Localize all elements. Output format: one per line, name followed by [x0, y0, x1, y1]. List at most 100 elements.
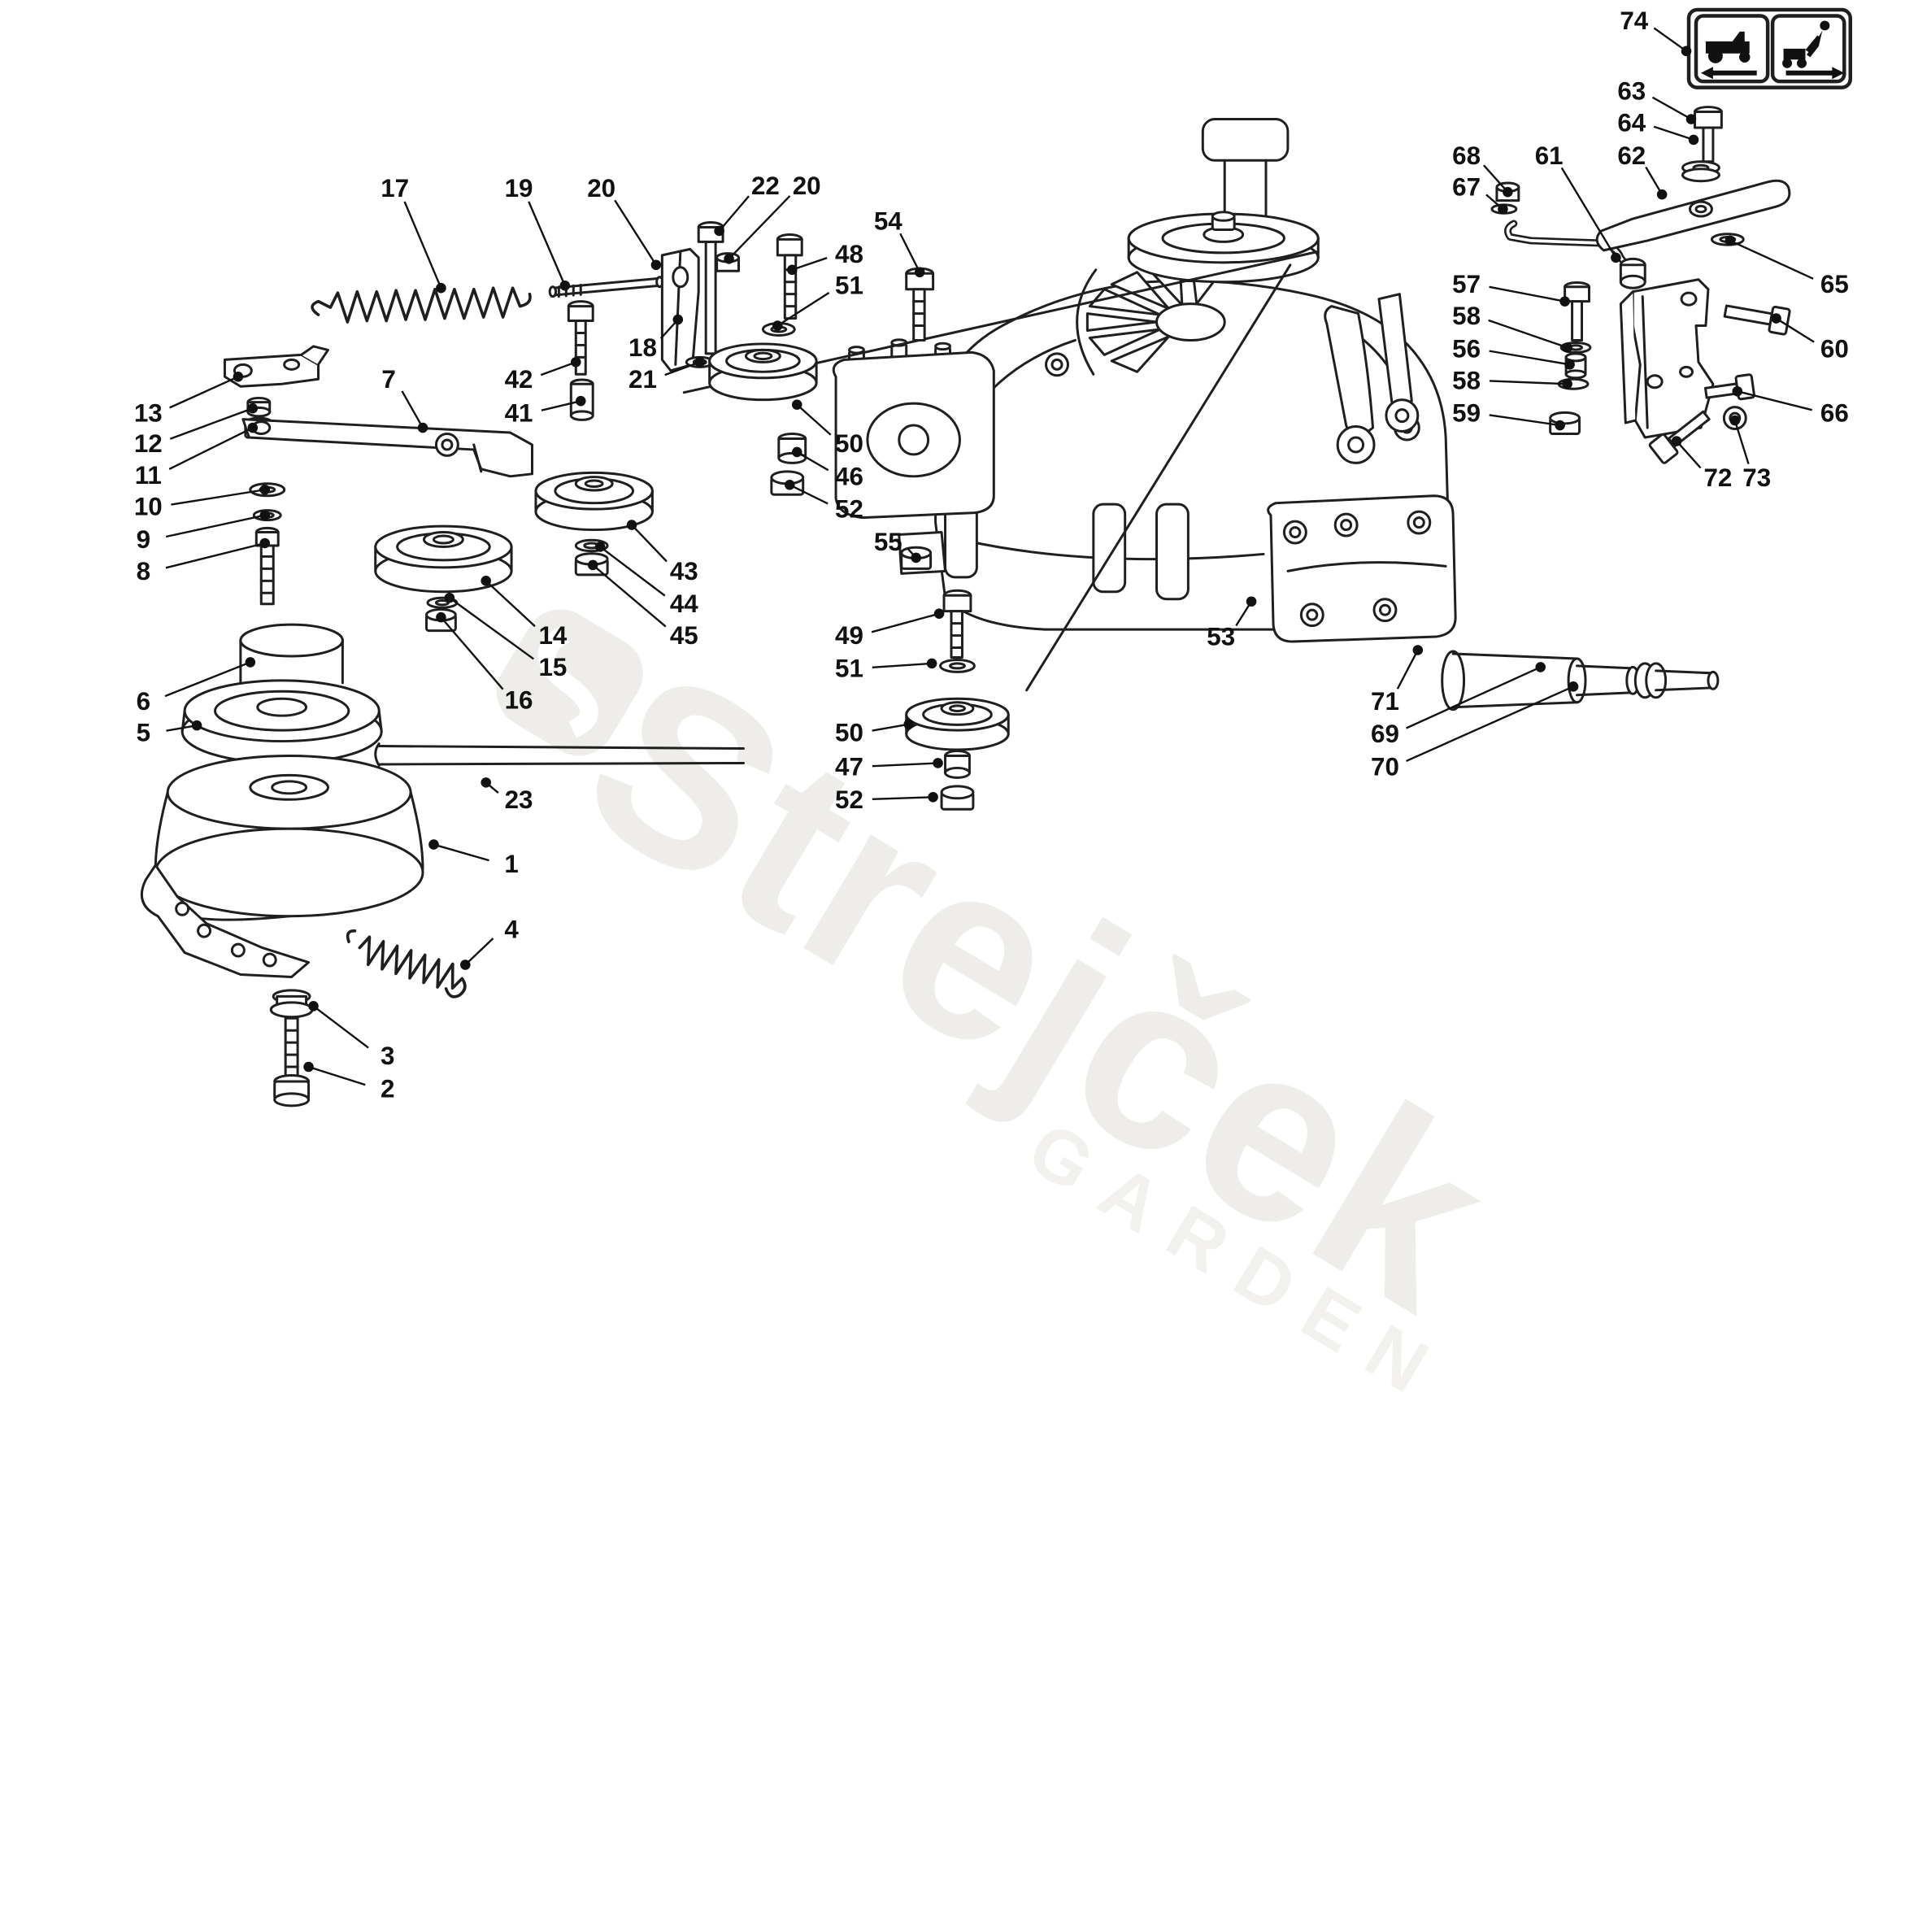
- svg-text:4: 4: [504, 916, 519, 944]
- callout-55: 55: [874, 528, 921, 564]
- callout-52: 52: [784, 479, 863, 524]
- control-bracket-assembly: [1490, 106, 1791, 464]
- callout-45: 45: [587, 559, 698, 650]
- svg-text:57: 57: [1452, 270, 1481, 298]
- svg-text:67: 67: [1452, 173, 1481, 202]
- callout-8: 8: [137, 537, 271, 585]
- svg-text:41: 41: [505, 399, 533, 428]
- drive-belt: [374, 742, 745, 767]
- callout-62: 62: [1617, 141, 1668, 200]
- callout-60: 60: [1771, 313, 1849, 363]
- svg-text:47: 47: [835, 752, 863, 781]
- svg-text:17: 17: [381, 174, 409, 202]
- callout-59: 59: [1452, 399, 1565, 431]
- sensor-bracket-stack: [223, 345, 329, 606]
- svg-text:7: 7: [381, 365, 395, 394]
- svg-text:71: 71: [1371, 687, 1399, 716]
- svg-text:42: 42: [505, 365, 533, 394]
- idler-pulley-14: [374, 524, 513, 633]
- svg-text:15: 15: [538, 653, 567, 681]
- callout-6: 6: [137, 657, 256, 716]
- callout-65: 65: [1725, 235, 1849, 298]
- svg-text:48: 48: [835, 240, 863, 268]
- svg-text:52: 52: [835, 495, 863, 524]
- pulley-stack-lower: [905, 589, 1010, 811]
- callout-14: 14: [481, 576, 568, 650]
- svg-text:55: 55: [874, 528, 902, 556]
- svg-text:45: 45: [670, 621, 698, 650]
- callout-58: 58: [1452, 366, 1572, 394]
- callout-71: 71: [1371, 645, 1424, 716]
- svg-text:50: 50: [835, 719, 863, 747]
- callout-63: 63: [1617, 77, 1697, 124]
- callout-16: 16: [436, 611, 533, 714]
- svg-text:13: 13: [134, 399, 163, 428]
- clutch-bolt: [269, 989, 314, 1107]
- callout-7: 7: [381, 365, 428, 433]
- svg-text:3: 3: [381, 1042, 394, 1070]
- svg-text:60: 60: [1820, 334, 1849, 363]
- callout-61: 61: [1535, 141, 1621, 263]
- riding-mower-icon: [1700, 31, 1757, 80]
- callout-70: 70: [1371, 681, 1579, 781]
- callout-66: 66: [1732, 385, 1849, 428]
- callout-21: 21: [628, 357, 705, 394]
- callout-72: 72: [1671, 436, 1732, 492]
- walk-behind-mower-icon: [1782, 20, 1845, 80]
- svg-text:16: 16: [505, 685, 533, 714]
- callout-20: 20: [587, 174, 662, 271]
- callout-64: 64: [1617, 108, 1699, 146]
- svg-text:19: 19: [505, 174, 533, 202]
- bolt-48: [761, 233, 803, 337]
- svg-text:58: 58: [1452, 302, 1481, 330]
- callout-13: 13: [134, 372, 244, 428]
- svg-text:70: 70: [1371, 752, 1399, 781]
- callout-17: 17: [381, 174, 446, 294]
- svg-text:66: 66: [1820, 399, 1849, 428]
- svg-text:52: 52: [835, 785, 863, 814]
- callout-54: 54: [874, 207, 925, 278]
- callout-22: 22: [714, 172, 780, 237]
- svg-text:18: 18: [628, 333, 657, 362]
- callout-42: 42: [505, 357, 581, 394]
- svg-text:74: 74: [1620, 7, 1648, 35]
- svg-text:64: 64: [1617, 108, 1646, 137]
- callout-44: 44: [594, 542, 698, 618]
- idler-pulley-upper: [708, 342, 818, 496]
- tension-spring: [311, 286, 532, 324]
- svg-text:63: 63: [1617, 77, 1646, 106]
- svg-text:53: 53: [1207, 623, 1235, 651]
- svg-text:5: 5: [137, 719, 150, 747]
- svg-text:23: 23: [505, 785, 533, 814]
- svg-text:72: 72: [1703, 463, 1732, 492]
- callout-50: 50: [835, 719, 914, 747]
- svg-text:12: 12: [134, 429, 163, 458]
- callout-49: 49: [835, 608, 945, 650]
- callout-46: 46: [791, 446, 863, 490]
- callout-15: 15: [444, 592, 567, 681]
- callout-43: 43: [626, 520, 698, 585]
- svg-text:59: 59: [1452, 399, 1481, 428]
- svg-text:21: 21: [628, 365, 657, 394]
- callout-69: 69: [1371, 662, 1546, 748]
- svg-text:14: 14: [538, 621, 567, 650]
- svg-text:62: 62: [1617, 141, 1646, 170]
- callout-74: 74: [1620, 7, 1692, 57]
- svg-text:61: 61: [1535, 141, 1564, 170]
- callout-23: 23: [481, 777, 533, 814]
- transmission-input-pulley: [1127, 211, 1320, 284]
- svg-text:10: 10: [134, 493, 163, 521]
- svg-text:58: 58: [1452, 366, 1481, 394]
- callout-50: 50: [791, 399, 863, 458]
- callout-11: 11: [135, 422, 259, 490]
- svg-text:20: 20: [793, 172, 821, 200]
- clutch-assembly: [140, 623, 424, 978]
- svg-text:8: 8: [137, 557, 150, 585]
- svg-text:44: 44: [670, 590, 698, 618]
- guide-pulley-43: [534, 471, 654, 577]
- callout-58: 58: [1452, 302, 1572, 353]
- bolt-42-spacer-41: [567, 300, 594, 421]
- callout-52: 52: [835, 785, 938, 814]
